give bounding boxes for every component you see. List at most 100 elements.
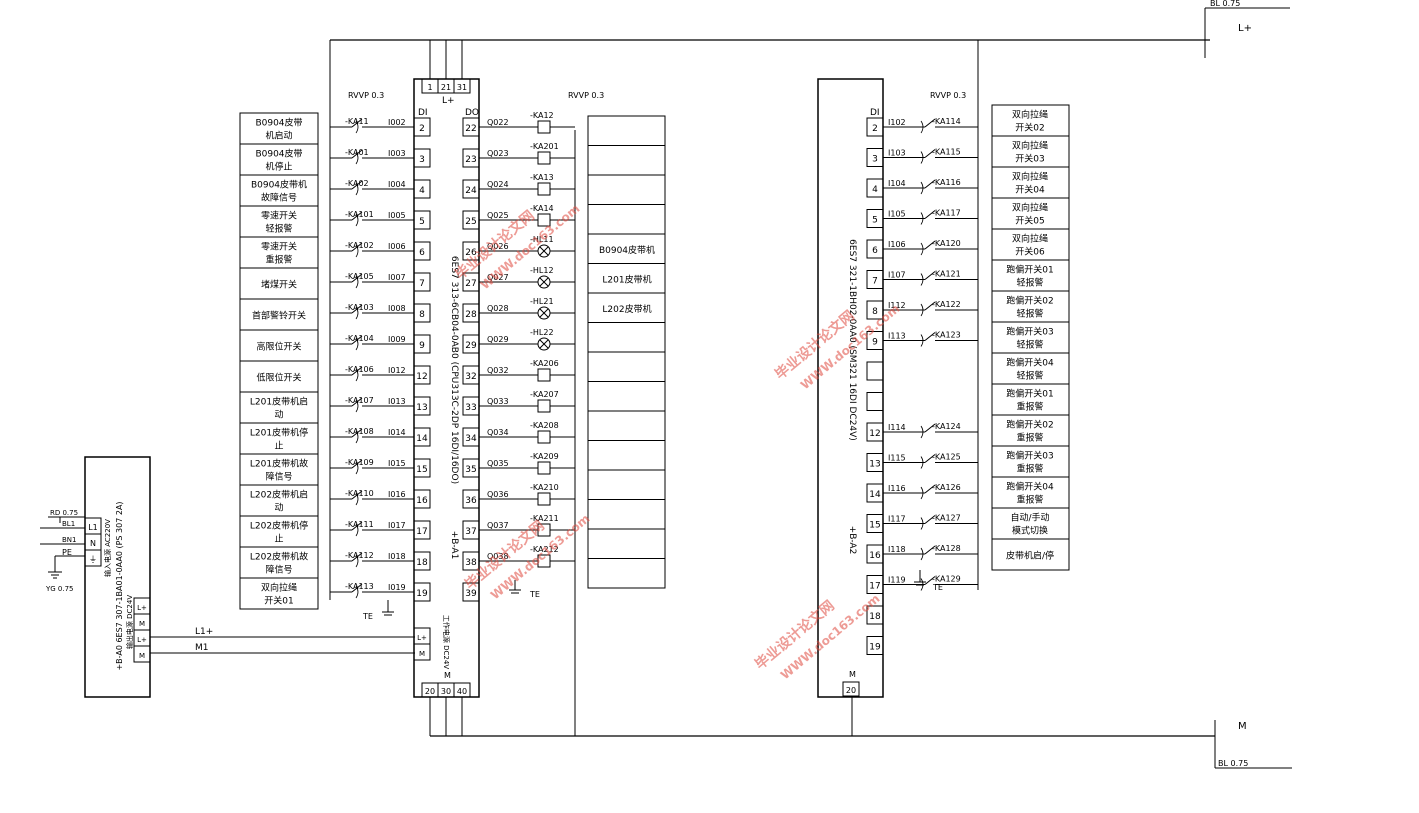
- cpu-di-terminal-label: 2: [419, 124, 425, 134]
- power-supply-module: L1N⏚L+ML+M+B-A0 6ES7 307-1BA01-0AA0 (PS …: [40, 456, 415, 698]
- dim-description-text: 重报警: [1016, 494, 1043, 506]
- di-description-text: 机启动: [265, 130, 292, 142]
- do-address-label: Q038: [487, 552, 509, 561]
- watermarks: 毕业设计论文网WWW.doc163.com毕业设计论文网WWW.doc163.c…: [452, 201, 903, 682]
- dim-terminal-label: 15: [869, 521, 880, 531]
- di-relay-label: -KA109: [345, 458, 374, 467]
- do-coil-label: -KA206: [530, 359, 559, 368]
- di-description-text: 双向拉绳: [261, 582, 297, 594]
- di-address-label: I019: [388, 583, 406, 592]
- dim-contact: [924, 515, 936, 524]
- dim-terminal-label: 13: [869, 460, 880, 470]
- di-description-text: 故障信号: [261, 192, 297, 204]
- dim-terminal-label: 4: [872, 185, 878, 195]
- di-relay-label: -KA102: [345, 241, 374, 250]
- dim-contact-arc: [920, 273, 924, 286]
- psu-wire-label: RD 0.75: [50, 509, 78, 517]
- dim-address-label: I105: [888, 210, 906, 219]
- dim-terminal: [866, 392, 884, 411]
- cpu-do-terminal-label: 25: [465, 217, 476, 227]
- psu-input-spec: 输入电源 AC220V: [103, 519, 112, 577]
- dim-description-text: 模式切换: [1012, 525, 1048, 537]
- di-contact-arc: [355, 182, 359, 196]
- cpu-di-terminal-label: 17: [416, 527, 427, 537]
- dim-address-label: I117: [888, 515, 906, 524]
- cpu-di-terminal-label: 8: [419, 310, 425, 320]
- dim-contact-arc: [920, 181, 924, 195]
- cpu-do-terminal-label: 34: [465, 434, 477, 444]
- psu-title: +B-A0 6ES7 307-1BA01-0AA0 (PS 307 2A): [115, 501, 124, 670]
- cpu-do-terminal-label: 37: [465, 527, 476, 537]
- psu-input-terminal-label: L1: [88, 523, 98, 532]
- dim-address-label: I103: [888, 149, 906, 158]
- psu-wire-label: PE: [62, 548, 72, 557]
- dim-relay-label: -KA122: [932, 300, 961, 309]
- dim-contact: [924, 179, 936, 189]
- cpu-power-label: 工作电源 DC24V: [442, 615, 451, 669]
- relay-coil-icon: [537, 430, 551, 444]
- lamp-cross: [539, 339, 549, 349]
- cpu-di-terminal-label: 16: [416, 496, 428, 506]
- do-description-box: [587, 528, 666, 559]
- do-description-box: [587, 499, 666, 530]
- dim-terminal-label: 6: [872, 246, 878, 256]
- di-description-text: 开关01: [264, 595, 293, 607]
- di-description-text: 止: [274, 533, 283, 545]
- dim-contact: [924, 149, 936, 158]
- do-address-label: Q032: [487, 366, 509, 375]
- di-description-box: [239, 577, 319, 610]
- di-address-label: I013: [388, 397, 406, 406]
- dim-terminal-label: 7: [872, 277, 878, 287]
- dim-ref: +B-A2: [847, 526, 857, 555]
- l-plus-wire-label: BL 0.75: [1210, 0, 1240, 8]
- cpu-do-label: DO: [465, 108, 479, 118]
- do-address-label: Q027: [487, 273, 509, 282]
- di-address-label: I009: [388, 335, 406, 344]
- do-address-label: Q026: [487, 242, 509, 251]
- di-relay-label: -KA02: [345, 179, 369, 188]
- dim-address-label: I112: [888, 301, 906, 310]
- cpu-do-terminal-label: 22: [465, 124, 476, 134]
- do-description-box: [587, 440, 666, 471]
- cpu-do-terminal-label: 35: [465, 465, 476, 475]
- do-address-label: Q025: [487, 211, 509, 220]
- do-coil-label: -KA210: [530, 483, 559, 492]
- cpu-bottom-terminal-label: 20: [425, 687, 435, 696]
- di-description-text: 零速开关: [261, 210, 297, 222]
- cpu-di-terminal-label: 7: [419, 279, 425, 289]
- dim-contact-arc: [920, 547, 924, 561]
- di-description-text: 首部警铃开关: [252, 310, 306, 322]
- di-contact-arc: [355, 306, 359, 320]
- dim-contact-arc: [920, 425, 924, 439]
- di-contact-arc: [355, 461, 359, 475]
- di-description-text: 重报警: [265, 254, 292, 266]
- dim-description-text: 开关04: [1015, 184, 1045, 196]
- psu-wire-label: BL1: [62, 520, 75, 528]
- psu-wire-label: YG 0.75: [45, 585, 74, 593]
- dim-description-text: 轻报警: [1016, 277, 1043, 289]
- psu-output-terminal-label: M: [139, 652, 145, 660]
- di-address-label: I018: [388, 552, 406, 561]
- di-relay-label: -KA104: [345, 334, 374, 343]
- dim-description-text: 重报警: [1016, 463, 1043, 475]
- cpu-bottom-terminal-label: 30: [441, 687, 451, 696]
- dim-relay-label: -KA127: [932, 514, 961, 523]
- dim-address-label: I115: [888, 454, 906, 463]
- do-address-label: Q024: [487, 180, 509, 189]
- cpu-di-terminal-label: 13: [416, 403, 427, 413]
- do-description-box: [587, 381, 666, 412]
- di-contact-arc: [355, 275, 359, 289]
- psu-input-terminal: [84, 549, 102, 567]
- dim-description-box: [991, 538, 1070, 571]
- lamp-cross: [539, 246, 549, 256]
- di-relay-label: -KA113: [345, 582, 374, 591]
- di-relay-label: -KA112: [345, 551, 374, 560]
- do-coil-label: -KA209: [530, 452, 559, 461]
- di-address-label: I006: [388, 242, 406, 251]
- cpu-ref: +B-A1: [449, 531, 459, 560]
- dim-description-text: 自动/手动: [1010, 512, 1049, 524]
- do-address-label: Q028: [487, 304, 509, 313]
- di-description-text: 机停止: [265, 161, 292, 173]
